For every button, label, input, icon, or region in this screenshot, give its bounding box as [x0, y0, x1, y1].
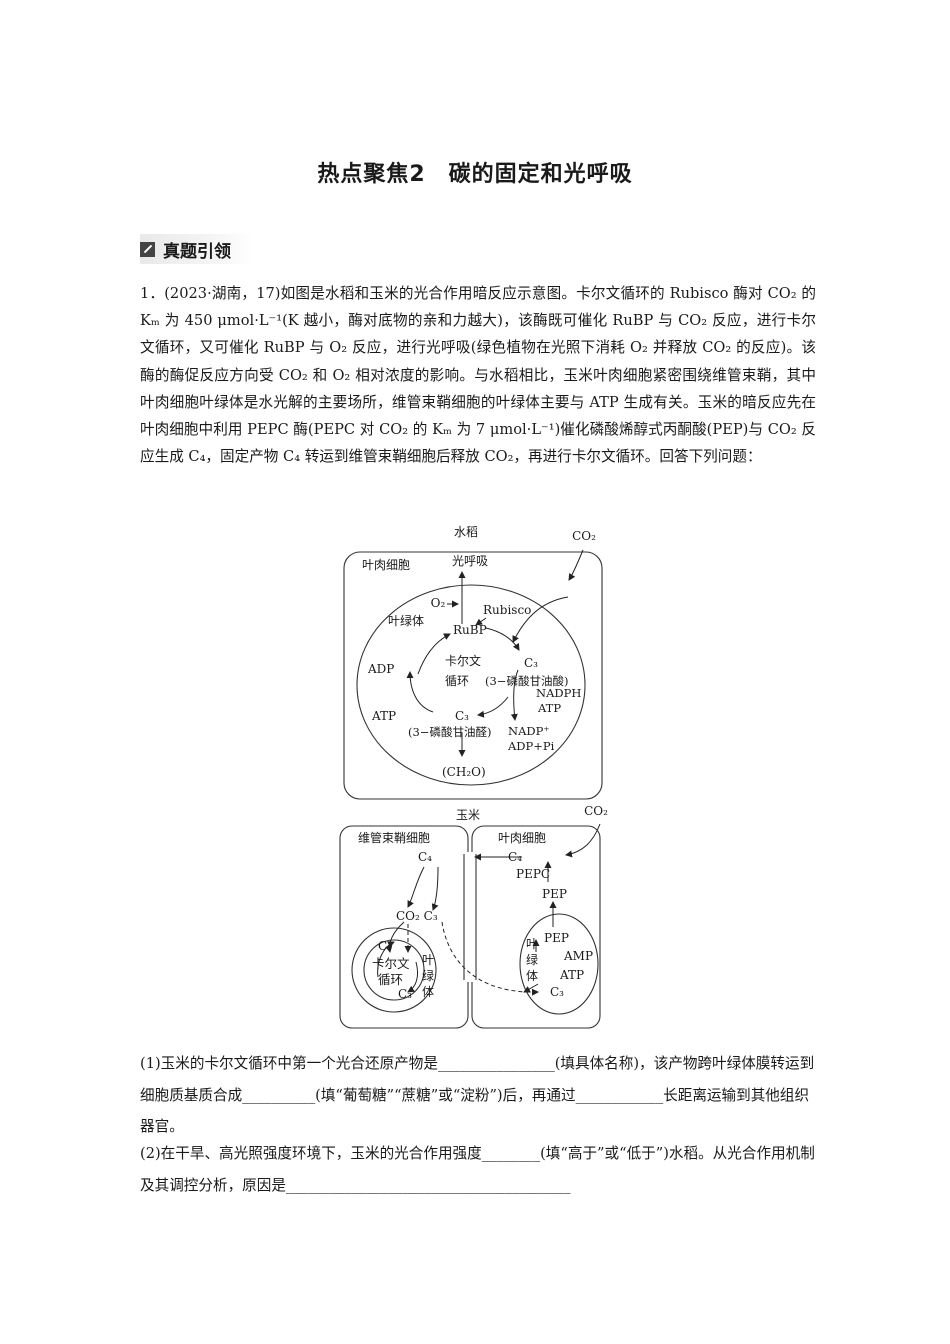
- corn-mesophyll-label: 叶肉细胞: [498, 831, 546, 845]
- question-intro: 1．(2023·湖南，17)如图是水稻和玉米的光合作用暗反应示意图。卡尔文循环的…: [140, 285, 816, 466]
- corn-co2: CO₂: [584, 804, 608, 818]
- rice-calvin-1: 卡尔文: [445, 653, 481, 668]
- rice-co2: CO₂: [572, 529, 596, 543]
- pencil-icon: [140, 241, 155, 257]
- pep-label: PEP: [542, 887, 567, 901]
- amp-label: AMP: [563, 949, 593, 963]
- corn-atp-label: ATP: [559, 968, 584, 982]
- corn-calvin-1: 卡尔文: [372, 956, 410, 971]
- pep-inner-label: PEP: [544, 931, 569, 945]
- corn-c3-in: C₃: [378, 939, 392, 953]
- rice-c3-bottom: C₃: [455, 709, 469, 723]
- adp-label: ADP: [367, 662, 394, 676]
- photorespiration-label: 光呼吸: [452, 554, 488, 568]
- bundle-sheath-label: 维管束鞘细胞: [358, 830, 430, 845]
- rice-title: 水稻: [454, 525, 478, 539]
- page-title: 热点聚焦2 碳的固定和光呼吸: [317, 162, 633, 187]
- co2-c3-label: CO₂ C₃: [396, 909, 438, 923]
- rice-c3-bottom-note: (3−磷酸甘油醛): [408, 725, 491, 739]
- dark-reaction-diagram: 水稻 CO₂ 叶肉细胞 光呼吸 O₂ Rubisco 叶绿体 RuBP 卡尔文 …: [339, 525, 608, 1029]
- rice-mesophyll-cell: [343, 551, 603, 800]
- section-header: 真题引领: [140, 234, 253, 264]
- meso-chloro-v3: 体: [526, 969, 538, 983]
- question-part-1: (1)玉米的卡尔文循环中第一个光合还原产物是________________(填…: [140, 1055, 815, 1135]
- nadp-label: NADP⁺: [508, 724, 549, 738]
- corn-meso-chloroplast: [519, 913, 599, 1015]
- corn-c3-meso: C₃: [550, 985, 564, 999]
- rice-atp-left: ATP: [371, 709, 396, 723]
- section-label: 真题引领: [163, 241, 231, 262]
- rice-c3-top: C₃: [524, 656, 538, 670]
- rice-c3-top-note: (3−磷酸甘油酸): [485, 674, 568, 688]
- corn-c3-out: C₃: [398, 987, 412, 1001]
- meso-chloro-v2: 绿: [526, 952, 538, 967]
- adp-pi-label: ADP+Pi: [507, 739, 555, 753]
- rubp-label: RuBP: [453, 623, 487, 637]
- corn-chloro-v3: 体: [422, 985, 434, 999]
- rice-chloroplast: [356, 584, 586, 786]
- corn-chloro-v2: 绿: [422, 968, 434, 983]
- ch2o-label: (CH₂O): [442, 765, 486, 779]
- rubisco-label: Rubisco: [483, 603, 531, 617]
- rice-calvin-2: 循环: [445, 674, 469, 688]
- corn-c4-right: C₄: [508, 850, 522, 864]
- rice-mesophyll-label: 叶肉细胞: [362, 558, 410, 572]
- nadph-label: NADPH: [536, 686, 581, 700]
- meso-chloro-v1: 叶: [526, 937, 538, 951]
- corn-calvin-2: 循环: [378, 972, 403, 987]
- corn-mesophyll-cell: [471, 825, 601, 1029]
- rice-o2: O₂: [431, 596, 446, 610]
- pepc-label: PEPC: [516, 867, 550, 881]
- corn-chloro-v1: 叶: [422, 953, 434, 967]
- rice-chloroplast-label: 叶绿体: [388, 613, 424, 628]
- question-part-2: (2)在干旱、高光照强度环境下，玉米的光合作用强度________(填“高于”或…: [140, 1145, 815, 1194]
- rice-atp-right: ATP: [537, 701, 561, 715]
- corn-c4-left: C₄: [418, 850, 432, 864]
- corn-bs-chloroplast: [351, 927, 437, 1013]
- corn-title: 玉米: [456, 808, 480, 822]
